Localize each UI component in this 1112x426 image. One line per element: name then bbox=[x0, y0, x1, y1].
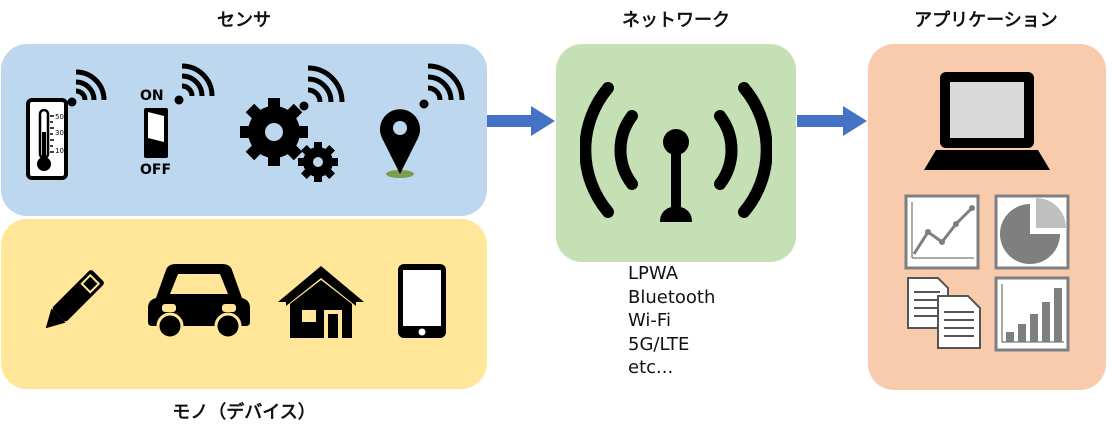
switch-off-label: OFF bbox=[140, 162, 171, 178]
network-heading: ネットワーク bbox=[622, 10, 730, 31]
protocol-item: Bluetooth bbox=[628, 286, 716, 308]
line-chart-icon bbox=[904, 194, 980, 270]
thermometer-label-50: 50 bbox=[55, 113, 64, 121]
switch-on-label: ON bbox=[140, 88, 164, 104]
network-protocol-list: LPWA Bluetooth Wi-Fi 5G/LTE etc... bbox=[628, 262, 715, 380]
arrow-to-application bbox=[797, 106, 867, 136]
thermometer-icon: 50 30 10 bbox=[26, 69, 107, 180]
device-heading: モノ（デバイス） bbox=[172, 402, 316, 423]
application-heading: アプリケーション bbox=[914, 10, 1058, 31]
arrow-to-network bbox=[487, 106, 555, 136]
documents-icon bbox=[907, 277, 981, 349]
wifi-signal-icon bbox=[181, 63, 215, 97]
thermometer-label-10: 10 bbox=[55, 147, 64, 155]
house-icon bbox=[278, 266, 364, 338]
protocol-item: etc... bbox=[628, 357, 674, 378]
car-icon bbox=[148, 264, 250, 338]
smartphone-icon bbox=[398, 264, 446, 338]
sensor-heading: センサ bbox=[217, 10, 271, 31]
protocol-item: Wi-Fi bbox=[628, 310, 671, 331]
antenna-icon bbox=[580, 82, 772, 222]
wifi-signal-icon bbox=[307, 65, 345, 103]
protocol-item: LPWA bbox=[628, 263, 679, 284]
laptop-icon bbox=[924, 72, 1050, 170]
bar-chart-icon bbox=[994, 276, 1070, 352]
protocol-item: 5G/LTE bbox=[628, 333, 690, 355]
wifi-signal-icon bbox=[427, 63, 465, 101]
thermometer-label-30: 30 bbox=[55, 129, 64, 137]
switch-icon: ON OFF bbox=[140, 63, 215, 178]
pie-chart-icon bbox=[994, 194, 1070, 270]
pen-icon bbox=[45, 270, 104, 329]
gears-icon bbox=[240, 65, 345, 182]
location-pin-icon bbox=[380, 63, 465, 178]
wifi-signal-icon bbox=[75, 69, 107, 101]
